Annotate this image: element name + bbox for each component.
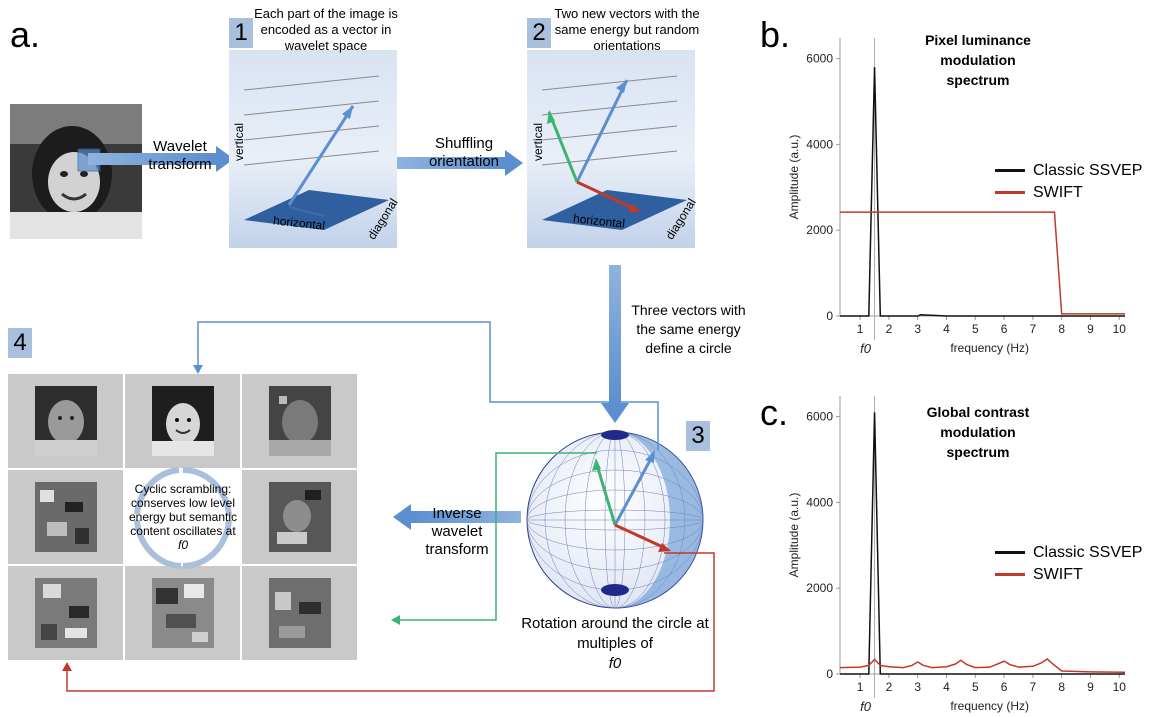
legend-b: Classic SSVEP SWIFT	[995, 162, 1142, 202]
cyclic-scrambling-text: Cyclic scrambling: conserves low level e…	[128, 482, 238, 538]
chart-b-x-tick-label: 1	[857, 322, 864, 336]
chart-c-x-tick-label: 2	[886, 680, 893, 694]
legend-b-swift-label: SWIFT	[1033, 184, 1083, 201]
chart-b-x-tick-label: 6	[1001, 322, 1008, 336]
chart-c-title: Global contrast modulation spectrum	[926, 404, 1030, 460]
chart-b-title: Pixel luminance modulation spectrum	[925, 32, 1031, 88]
chart-c-x-tick-label: 1	[857, 680, 864, 694]
legend-c-swift: SWIFT	[995, 566, 1142, 584]
tile-1	[8, 374, 123, 468]
cyclic-f0: f0	[177, 538, 188, 552]
chart-c-y-tick-label: 0	[826, 667, 833, 681]
rotation-caption: Rotation around the circle at multiples …	[520, 614, 710, 674]
chart-c-f0-label: f0	[860, 699, 872, 714]
legend-b-swift: SWIFT	[995, 184, 1142, 202]
legend-c-swift-label: SWIFT	[1033, 566, 1083, 583]
scramble-image	[35, 482, 97, 552]
chart-b-y-tick-label: 2000	[806, 223, 833, 237]
chart-b-x-tick-label: 5	[972, 322, 979, 336]
chart-c-x-tick-label: 3	[914, 680, 921, 694]
tile-3	[242, 374, 357, 468]
legend-c-classic: Classic SSVEP	[995, 544, 1142, 562]
panel-b-letter: b.	[760, 14, 791, 55]
scramble-image	[152, 578, 214, 648]
rotation-text: Rotation around the circle at multiples …	[521, 615, 709, 652]
chart-c-x-tick-label: 7	[1030, 680, 1037, 694]
legend-c: Classic SSVEP SWIFT	[995, 544, 1142, 584]
three-vectors-caption: Three vectors with the same energy defin…	[631, 302, 746, 356]
tile-7	[8, 566, 123, 660]
chart-c-x-tick-label: 4	[943, 680, 950, 694]
tile-4	[8, 470, 123, 564]
wavelet-arrow	[88, 146, 234, 172]
chart-b-f0-label: f0	[860, 341, 872, 356]
chart-b-x-tick-label: 2	[886, 322, 893, 336]
panel-a-letter: a.	[10, 14, 41, 55]
step-1-badge: 1	[229, 18, 253, 48]
chart-c-series-classic	[840, 412, 1125, 675]
legend-c-classic-label: Classic SSVEP	[1033, 544, 1143, 561]
shuffle-arrow	[397, 150, 523, 176]
tile-6	[242, 470, 357, 564]
rotation-f0: f0	[608, 655, 622, 672]
chart-b-x-tick-label: 10	[1113, 322, 1127, 336]
chart-c-y-tick-label: 4000	[806, 495, 833, 509]
child-photo	[10, 104, 142, 239]
step-4-badge: 4	[8, 328, 32, 358]
chart-c-x-tick-label: 6	[1001, 680, 1008, 694]
chart-b-series-classic	[840, 67, 1125, 317]
scramble-image	[269, 386, 331, 456]
step-3-badge: 3	[686, 421, 710, 451]
chart-c-y-tick-label: 2000	[806, 581, 833, 595]
step-1-caption: Each part of the image is encoded as a v…	[254, 6, 398, 53]
chart-b-x-tick-label: 4	[943, 322, 950, 336]
axis-vertical-2: vertical	[531, 122, 546, 162]
panel-c-letter: c.	[760, 392, 789, 433]
legend-b-classic-label: Classic SSVEP	[1033, 162, 1143, 179]
scramble-image	[269, 482, 331, 552]
axis-vertical-1: vertical	[232, 122, 247, 162]
chart-b-y-tick-label: 0	[826, 309, 833, 323]
tile-8	[125, 566, 240, 660]
tile-2	[125, 374, 240, 468]
chart-b-x-tick-label: 3	[914, 322, 921, 336]
scramble-image	[269, 578, 331, 648]
chart-b-x-tick-label: 8	[1058, 322, 1065, 336]
chart-b-x-label: frequency (Hz)	[950, 341, 1029, 355]
legend-b-classic: Classic SSVEP	[995, 162, 1142, 180]
inverse-wavelet-label: Inverse wavelet transform	[425, 505, 489, 558]
wavelet-space-box-1	[229, 50, 397, 248]
chart-b-y-tick-label: 6000	[806, 52, 833, 66]
wavelet-space-box-2	[527, 50, 695, 248]
sphere	[526, 430, 704, 609]
chart-c-y-label: Amplitude (a.u.)	[787, 493, 801, 578]
chart-b-y-label: Amplitude (a.u.)	[787, 135, 801, 220]
chart-c-x-label: frequency (Hz)	[950, 699, 1029, 713]
chart-c-x-tick-label: 10	[1113, 680, 1127, 694]
scramble-image	[152, 386, 214, 456]
cyclic-scrambling-caption: Cyclic scrambling: conserves low level e…	[128, 482, 238, 552]
shuffling-orientation-label: Shuffling orientation	[428, 135, 500, 170]
chart-b: 0 2000 4000 6000 1 2 3 4 5 6 7 8 9 10 Amplitude (a.u.)…	[787, 38, 1127, 356]
wavelet-transform-label: Wavelet transform	[148, 138, 212, 173]
chart-c-series-swift	[839, 658, 1126, 674]
chart-b-series-swift	[840, 211, 1125, 315]
chart-c-x-tick-label: 9	[1087, 680, 1094, 694]
child-photo-image	[10, 104, 142, 239]
chart-b-y-tick-label: 4000	[806, 137, 833, 151]
scramble-image	[35, 386, 97, 456]
chart-c-y-tick-label: 6000	[806, 410, 833, 424]
scramble-image	[35, 578, 97, 648]
chart-c-x-tick-label: 5	[972, 680, 979, 694]
chart-c-x-tick-label: 8	[1058, 680, 1065, 694]
chart-b-x-tick-label: 7	[1030, 322, 1037, 336]
step-2-badge: 2	[527, 18, 551, 48]
step-2-caption: Two new vectors with the same energy but…	[554, 6, 700, 53]
chart-c: 0 2000 4000 6000 1 2 3 4 5 6 7 8 9 10 Amplitude (a.u.)…	[787, 396, 1127, 714]
chart-b-x-tick-label: 9	[1087, 322, 1094, 336]
tile-9	[242, 566, 357, 660]
